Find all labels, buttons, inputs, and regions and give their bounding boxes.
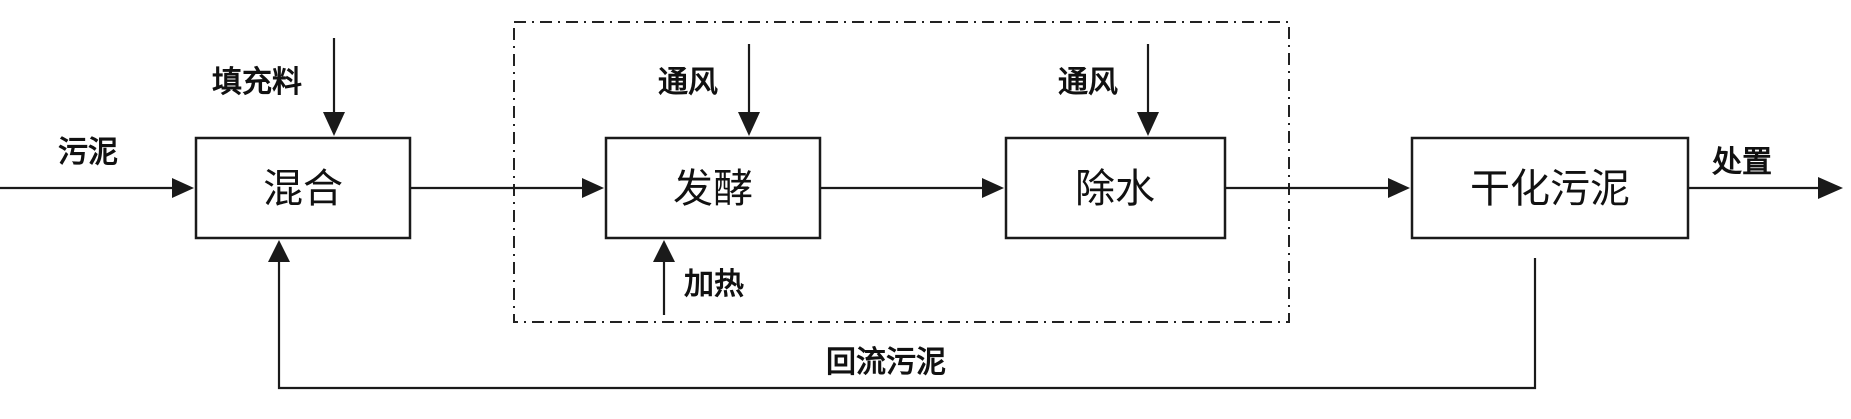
heating-label: 加热 (684, 267, 744, 302)
arrowhead-to-ferment (582, 178, 604, 198)
aeration-2-label: 通风 (1058, 65, 1118, 100)
dried-sludge-box-label: 干化污泥 (1470, 166, 1630, 212)
filler-label: 填充料 (212, 65, 302, 100)
ferment-box-label: 发酵 (673, 166, 753, 212)
process-boundary (513, 21, 1290, 323)
arrowhead-aeration-2 (1137, 112, 1159, 136)
dried-sludge-box (1410, 136, 1690, 240)
arrowhead-disposal (1818, 177, 1843, 199)
mix-box-label: 混合 (263, 166, 343, 212)
sludge-input-label: 污泥 (58, 135, 118, 170)
arrowhead-to-dewater (982, 178, 1004, 198)
arrowhead-filler (323, 112, 345, 136)
dewater-box-label: 除水 (1075, 166, 1155, 212)
arrowhead-heating (653, 240, 675, 262)
arrowhead-to-dried (1388, 178, 1410, 198)
dewater-box (1004, 136, 1227, 240)
arrowhead-aeration-1 (738, 112, 760, 136)
aeration-1-label: 通风 (658, 65, 718, 100)
mix-box (194, 136, 412, 240)
ferment-box (604, 136, 822, 240)
arrowhead-return (268, 240, 290, 262)
return-sludge-label: 回流污泥 (826, 345, 946, 380)
arrowhead-sludge-in (172, 178, 194, 198)
disposal-label: 处置 (1711, 145, 1772, 180)
return-sludge-line (277, 258, 1537, 390)
